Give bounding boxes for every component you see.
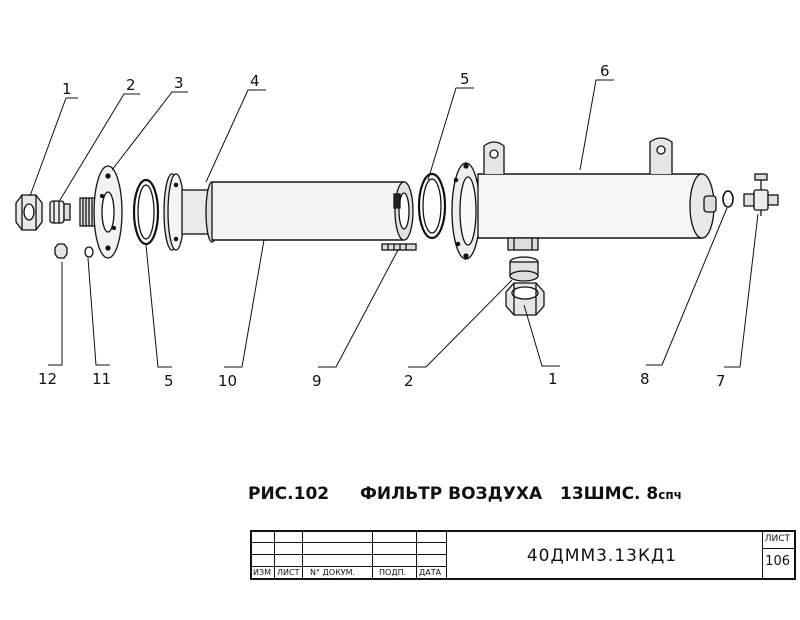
callout-11: 11 [92, 370, 111, 388]
callout-12: 12 [38, 370, 57, 388]
figure-title: ФИЛЬТР ВОЗДУХА [360, 484, 543, 504]
label-date: ДАТА [419, 568, 442, 577]
washer [722, 190, 734, 208]
gasket-right [417, 172, 447, 240]
small-nut [54, 243, 68, 259]
filter-tube [181, 181, 414, 243]
hex-nut-bottom [505, 282, 545, 316]
callout-7: 7 [716, 372, 726, 390]
callout-6: 6 [600, 62, 610, 80]
nipple-bottom [509, 256, 539, 282]
col-izm [252, 532, 275, 578]
sheet-label: ЛИСТ [764, 534, 790, 544]
figure-model: 13ШМС. 8спч [560, 484, 682, 504]
pin [381, 243, 417, 251]
col-code [446, 532, 763, 578]
callout-3: 3 [174, 74, 184, 92]
flange [79, 165, 123, 259]
model-suffix: спч [658, 488, 682, 502]
drain-valve [743, 173, 779, 216]
callout-2-bottom: 2 [404, 372, 414, 390]
gasket-left [132, 178, 160, 246]
callout-9: 9 [312, 372, 322, 390]
model-code: 13ШМС. 8 [560, 484, 659, 504]
figure-number: РИС.102 [248, 484, 330, 504]
callout-1-bottom: 1 [548, 370, 558, 388]
callout-5-bottom: 5 [164, 372, 174, 390]
callout-2-top: 2 [126, 76, 136, 94]
callout-4: 4 [250, 72, 260, 90]
callout-1-top: 1 [62, 80, 72, 98]
sheet-number: 106 [765, 554, 790, 569]
hex-nut-left [15, 194, 43, 231]
label-signature: ПОДП. [379, 568, 407, 577]
callout-10: 10 [218, 372, 237, 390]
filter-housing [451, 137, 717, 260]
col-date [416, 532, 447, 578]
callout-8: 8 [640, 370, 650, 388]
exploded-assembly-diagram: 1 2 3 4 5 6 12 11 5 10 9 2 1 8 7 5 [15, 62, 779, 390]
col-list [274, 532, 303, 578]
label-izm: ИЗМ [253, 568, 272, 577]
small-washer [84, 246, 94, 258]
label-doc-num: N° ДОКУМ. [310, 568, 356, 577]
end-plate [163, 173, 185, 251]
label-list: ЛИСТ [277, 568, 300, 577]
callout-5-top: 5 [460, 70, 470, 88]
col-doc [302, 532, 373, 578]
title-block: ИЗМ ЛИСТ N° ДОКУМ. ПОДП. ДАТА 40ДММ3.13К… [250, 530, 796, 580]
col-sign [372, 532, 417, 578]
nipple-left [49, 200, 71, 224]
document-code: 40ДММ3.13КД1 [526, 546, 678, 566]
